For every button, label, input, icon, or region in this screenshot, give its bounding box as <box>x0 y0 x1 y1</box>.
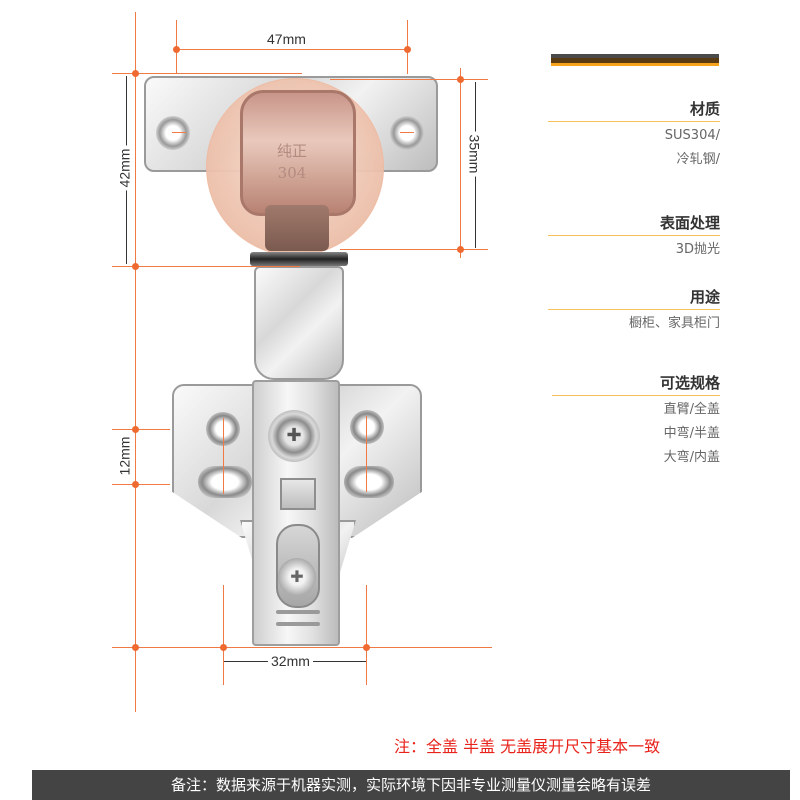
crosshair-plate-right <box>400 132 414 133</box>
spec-value: SUS304/ <box>664 128 720 143</box>
dim-12-bottom-ext <box>112 484 170 485</box>
spec-title: 用途 <box>689 288 720 306</box>
dim-32-dot-far-left <box>132 644 139 651</box>
square-window <box>280 478 316 510</box>
stamp-line-1: 纯正 <box>276 142 307 160</box>
dim-32-dot-left <box>220 644 227 651</box>
hinge-arm <box>254 266 344 380</box>
dim-42-top-ext <box>112 73 302 74</box>
spec-options: 可选规格 <box>660 372 720 393</box>
spec-title: 材质 <box>689 100 720 118</box>
oval-slot-right <box>344 466 394 498</box>
spec-rule <box>552 395 720 396</box>
screw-cross-top: ✚ <box>286 425 302 446</box>
cup-inner <box>240 90 356 216</box>
spec-value: 直臂/全盖 <box>663 402 720 417</box>
spec-usage: 用途 <box>690 286 720 307</box>
spec-material: 材质 <box>690 98 720 119</box>
dim-35-dot-top <box>457 76 464 83</box>
spec-rule <box>548 309 720 310</box>
spec-value: 3D抛光 <box>675 242 720 257</box>
dim-32-label: 32mm <box>268 653 313 669</box>
stamp-line-2: 304 <box>277 164 307 182</box>
crosshair-hole-left <box>223 418 224 494</box>
spec-finish-values: 3D抛光 <box>676 238 720 262</box>
plate-hole-right <box>390 116 424 150</box>
crosshair-hole-right <box>366 416 367 492</box>
crosshair-plate-left <box>172 132 186 133</box>
dim-32-dot-right <box>363 644 370 651</box>
spec-title: 可选规格 <box>659 374 720 392</box>
dim-47-dot-right <box>404 46 411 53</box>
dim-32-ext-right <box>366 585 367 685</box>
dim-47-dot-left <box>173 46 180 53</box>
spec-value: 橱柜、家具柜门 <box>628 316 720 331</box>
dim-32-baseline <box>112 647 492 648</box>
spec-value: 大弯/内盖 <box>663 450 720 465</box>
dim-12-dot-top <box>132 426 139 433</box>
dim-42-bottom-ext <box>112 266 300 267</box>
adjust-screw-top <box>268 410 320 462</box>
spec-value: 冷轧钢/ <box>676 152 720 167</box>
dim-35-dot-bottom <box>457 246 464 253</box>
dim-35-bottom-ext <box>340 249 488 250</box>
dim-42-dot-bottom <box>132 263 139 270</box>
spec-material-values: SUS304/ 冷轧钢/ <box>665 124 720 172</box>
dim-47-label: 47mm <box>264 31 309 47</box>
expansion-note: 注：全盖 半盖 无盖展开尺寸基本一致 <box>394 737 661 756</box>
accent-bar <box>551 54 719 66</box>
side-hole-right <box>350 410 384 444</box>
footer-disclaimer: 备注：数据来源于机器实测，实际环境下因非专业测量仪测量会略有误差 <box>32 770 790 800</box>
spec-options-values: 直臂/全盖 中弯/半盖 大弯/内盖 <box>664 398 720 470</box>
dim-12-top-ext <box>112 429 170 430</box>
spec-rule <box>548 121 720 122</box>
adjust-screw-bottom <box>278 558 316 596</box>
dim-35-label: 35mm <box>466 131 483 177</box>
spec-finish: 表面处理 <box>660 212 720 233</box>
hinge-pin <box>250 252 348 266</box>
groove-2 <box>276 622 320 626</box>
groove-1 <box>276 610 320 614</box>
plate-hole-left <box>156 116 190 150</box>
spec-rule <box>548 235 720 236</box>
dim-12-dot-bottom <box>132 481 139 488</box>
spec-value: 中弯/半盖 <box>663 426 720 441</box>
dim-32-ext-left <box>223 585 224 685</box>
dim-42-dot-top <box>132 70 139 77</box>
dim-35-top-ext <box>330 79 488 80</box>
dim-12-label: 12mm <box>116 433 133 479</box>
screw-cross-bottom: ✚ <box>290 567 304 586</box>
dim-42-vertical <box>135 12 136 712</box>
dim-47-line <box>176 49 408 50</box>
cup-tab <box>265 205 329 251</box>
spec-title: 表面处理 <box>659 214 720 232</box>
spec-usage-values: 橱柜、家具柜门 <box>629 312 720 336</box>
cup-stamp: 纯正 304 <box>262 140 322 184</box>
dim-35-vertical <box>460 68 461 258</box>
dim-42-label: 42mm <box>116 145 133 191</box>
oval-slot-left <box>198 466 252 498</box>
